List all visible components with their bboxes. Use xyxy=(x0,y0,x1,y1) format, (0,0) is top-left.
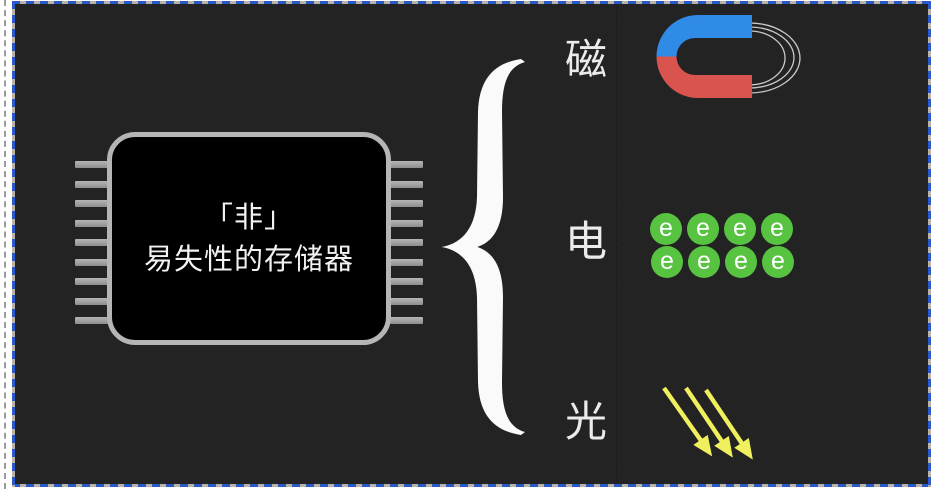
electron: e xyxy=(725,246,757,278)
chip-pin xyxy=(390,317,423,324)
chip-label-line2: 易失性的存储器 xyxy=(143,243,354,276)
magnet-south-pole xyxy=(656,56,752,98)
chip-pin xyxy=(390,200,423,207)
electron: e xyxy=(762,246,794,278)
magnet-field-lines xyxy=(748,22,801,94)
chip-pin xyxy=(75,317,108,324)
vertical-guide-line xyxy=(616,1,617,487)
chip-body: 「非」 易失性的存储器 xyxy=(107,132,391,345)
chip-pin xyxy=(75,259,108,266)
curly-brace-icon xyxy=(442,59,525,435)
electron: e xyxy=(724,213,756,245)
selection-border-top xyxy=(12,1,931,4)
chip-pin xyxy=(75,298,108,305)
horseshoe-magnet-icon xyxy=(656,15,801,98)
margin-guide-line xyxy=(4,0,6,489)
selection-border-left xyxy=(12,1,15,487)
selection-border-bottom xyxy=(12,484,931,487)
chip-pin xyxy=(390,181,423,188)
chip-pin xyxy=(390,259,423,266)
slide-canvas[interactable]: 「非」 易失性的存储器 磁 电 光 e e e e e e e e xyxy=(12,1,931,487)
chip-pin xyxy=(75,200,108,207)
branch-label-optical: 光 xyxy=(564,398,607,445)
electron: e xyxy=(688,246,720,278)
chip-pin xyxy=(75,278,108,285)
branch-label-magnetic: 磁 xyxy=(564,36,607,83)
chip-pin xyxy=(390,298,423,305)
electron: e xyxy=(650,213,682,245)
chip-pin xyxy=(75,239,108,246)
chip-pin xyxy=(75,220,108,227)
chip-label-line1: 「非」 xyxy=(203,201,294,234)
chip-pin xyxy=(390,161,423,168)
chip-pin xyxy=(75,161,108,168)
electron: e xyxy=(651,246,683,278)
magnet-north-pole xyxy=(656,15,752,57)
selection-border-right xyxy=(928,1,931,487)
electron: e xyxy=(761,213,793,245)
light-rays-icon xyxy=(662,386,753,460)
chip-pin xyxy=(75,181,108,188)
chip-pin xyxy=(390,278,423,285)
chip-pin xyxy=(390,220,423,227)
chip-pin xyxy=(390,239,423,246)
branch-label-electric: 电 xyxy=(564,218,607,265)
electron: e xyxy=(687,213,719,245)
